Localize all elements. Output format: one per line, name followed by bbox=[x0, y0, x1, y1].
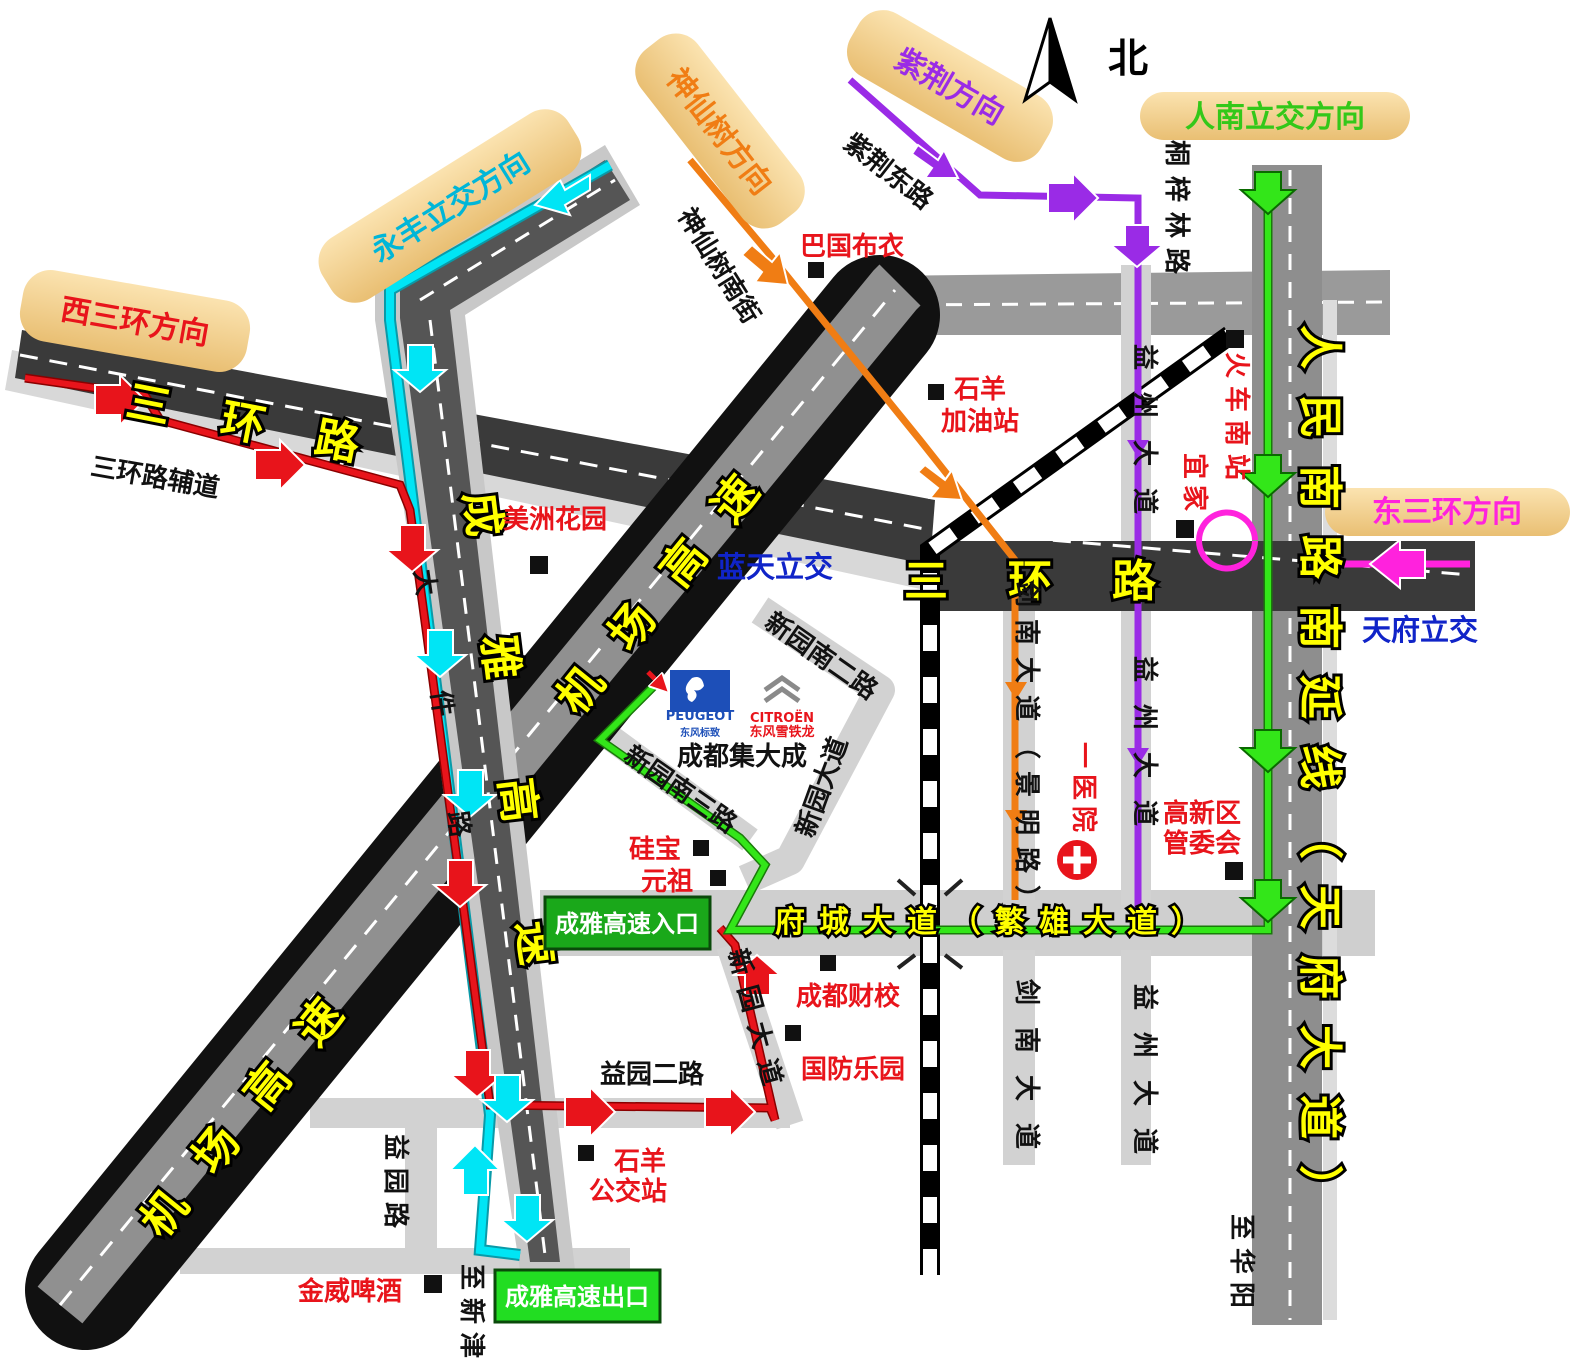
north-label: 北 bbox=[1108, 36, 1148, 82]
cyan-arrow bbox=[498, 1194, 556, 1244]
to-xinjin-label: 至新津 bbox=[456, 1264, 487, 1366]
exit-label: 成雅高速出口 bbox=[505, 1283, 649, 1311]
cyan-arrow bbox=[447, 1143, 503, 1196]
shenxianshu-route bbox=[687, 157, 1019, 900]
red-arrow bbox=[731, 953, 783, 996]
entrance-box: 成雅高速入口 bbox=[543, 895, 712, 951]
cyan-arrow bbox=[441, 769, 499, 819]
red-arrow bbox=[704, 1084, 757, 1140]
red-arrow bbox=[254, 437, 307, 493]
brand-logos: PEUGEOT 东风标致 CITROËN 东风雪铁龙 bbox=[666, 670, 815, 740]
jiannan-upper-label: 剑南大道（景明路） bbox=[1011, 581, 1042, 923]
cyan-arrow bbox=[411, 629, 469, 679]
yizhou-mid-label: 益州大道 bbox=[1129, 656, 1160, 848]
green-arrow bbox=[1238, 454, 1298, 499]
baguobuyi-label: 巴国布衣 bbox=[800, 231, 904, 262]
badge-east bbox=[1325, 488, 1570, 536]
purple-arrow bbox=[910, 143, 960, 179]
to-huayang-label: 至华阳 bbox=[1226, 1214, 1257, 1316]
yiyuan-2nd-label: 益园二路 bbox=[600, 1059, 705, 1090]
hospital-cross-icon bbox=[1057, 840, 1097, 880]
red-arrow bbox=[94, 372, 147, 428]
green-arrow bbox=[1238, 729, 1298, 774]
red-arrow bbox=[383, 524, 441, 574]
routes bbox=[24, 77, 1470, 1261]
meizhou-garden-label: 美洲花园 bbox=[503, 504, 607, 535]
fucheng-avenue-label: 府城大道（繁雄大道） bbox=[775, 905, 1215, 940]
landmarks: 巴国布衣 石羊 加油站 火车南站 宜家 美洲花园 成都集大成 硅宝 元祖 一医院… bbox=[297, 231, 1252, 1307]
peugeot-cn-text: 东风标致 bbox=[680, 726, 721, 739]
hospital-label: 一医院 bbox=[1068, 742, 1099, 838]
north-arrow-icon: 北 bbox=[1022, 17, 1148, 104]
badge-rennan bbox=[1140, 92, 1410, 140]
citroen-text: CITROËN bbox=[750, 710, 814, 726]
yiyuan-road-label: 益园路 bbox=[380, 1134, 411, 1236]
railway bbox=[896, 326, 1236, 1275]
badge-yongfeng bbox=[318, 109, 582, 303]
third-ring-aux-label: 三环路辅道 bbox=[88, 451, 221, 504]
gaoxin-label-2: 管委会 bbox=[1163, 829, 1241, 859]
jinwei-beer-label: 金威啤酒 bbox=[297, 1276, 402, 1307]
magenta-arrow bbox=[1368, 537, 1426, 591]
gaoxin-label-1: 高新区 bbox=[1163, 798, 1241, 829]
guofang-leyuan-label: 国防乐园 bbox=[801, 1055, 905, 1085]
shiyang-bus-label-1: 石羊 bbox=[613, 1146, 666, 1177]
tongzilin-road-label: 桐梓林路 bbox=[1161, 140, 1192, 284]
renmin-south-label: 人民南路南延线（天府大道） bbox=[1294, 325, 1345, 1235]
peugeot-text: PEUGEOT bbox=[666, 709, 735, 724]
shiyang-gas-label-1: 石羊 bbox=[953, 374, 1006, 405]
guibao-label-1: 硅宝 bbox=[629, 834, 681, 865]
orange-marker bbox=[1005, 682, 1027, 700]
third-ring-label-east: 三环路 bbox=[904, 556, 1216, 607]
purple-arrow bbox=[1108, 224, 1166, 269]
green-arrow bbox=[1238, 171, 1298, 216]
zijing-east-road-label: 紫荆东路 bbox=[838, 127, 940, 216]
yizhou-lower-label: 益州大道 bbox=[1129, 984, 1160, 1176]
badge-west bbox=[19, 270, 251, 372]
badge-shenxianshu bbox=[635, 33, 805, 229]
cyan-arrow bbox=[478, 1074, 536, 1124]
red-arrow bbox=[564, 1084, 617, 1140]
badge-zijing bbox=[846, 10, 1054, 162]
jiannan-lower-label: 剑南大道 bbox=[1011, 979, 1042, 1171]
guibao-label-2: 元祖 bbox=[641, 867, 693, 897]
citroen-chevron-icon bbox=[763, 674, 801, 704]
yizhou-upper-label: 益州大道 bbox=[1129, 344, 1160, 536]
cyan-arrow bbox=[533, 173, 591, 217]
shiyang-bus-label-2: 公交站 bbox=[589, 1176, 667, 1207]
exit-box: 成雅高速出口 bbox=[493, 1268, 662, 1324]
xinyuan-avenue-lower-label: 新园大道 bbox=[722, 945, 791, 1100]
cyan-arrow bbox=[391, 344, 449, 394]
citroen-cn-text: 东风雪铁龙 bbox=[749, 724, 814, 740]
chengdu-jidacheng-label: 成都集大成 bbox=[677, 741, 807, 772]
yijia-label: 宜家 bbox=[1179, 453, 1210, 517]
train-station-label: 火车南站 bbox=[1221, 352, 1252, 488]
chengdu-caixiao-label: 成都财校 bbox=[796, 981, 901, 1012]
rennan-route bbox=[595, 178, 1271, 933]
red-arrow bbox=[448, 1049, 506, 1099]
label-east-direction: 东三环方向 bbox=[1372, 495, 1522, 530]
orange-arrow bbox=[916, 463, 964, 502]
route-arrows bbox=[94, 143, 1426, 1244]
red-arrow bbox=[431, 859, 489, 909]
purple-arrow bbox=[1047, 170, 1100, 226]
peugeot-lion-icon bbox=[670, 670, 730, 712]
orange-arrow bbox=[740, 243, 790, 287]
tianfu-interchange-label: 天府立交 bbox=[1362, 613, 1478, 647]
west-route bbox=[24, 375, 778, 1122]
entrance-label: 成雅高速入口 bbox=[555, 910, 699, 938]
label-rennan-direction: 人南立交方向 bbox=[1185, 100, 1365, 135]
orange-marker bbox=[1005, 810, 1027, 828]
shiyang-gas-label-2: 加油站 bbox=[941, 407, 1019, 437]
green-arrow bbox=[1238, 879, 1298, 924]
lantian-interchange-label: 蓝天立交 bbox=[717, 550, 833, 584]
